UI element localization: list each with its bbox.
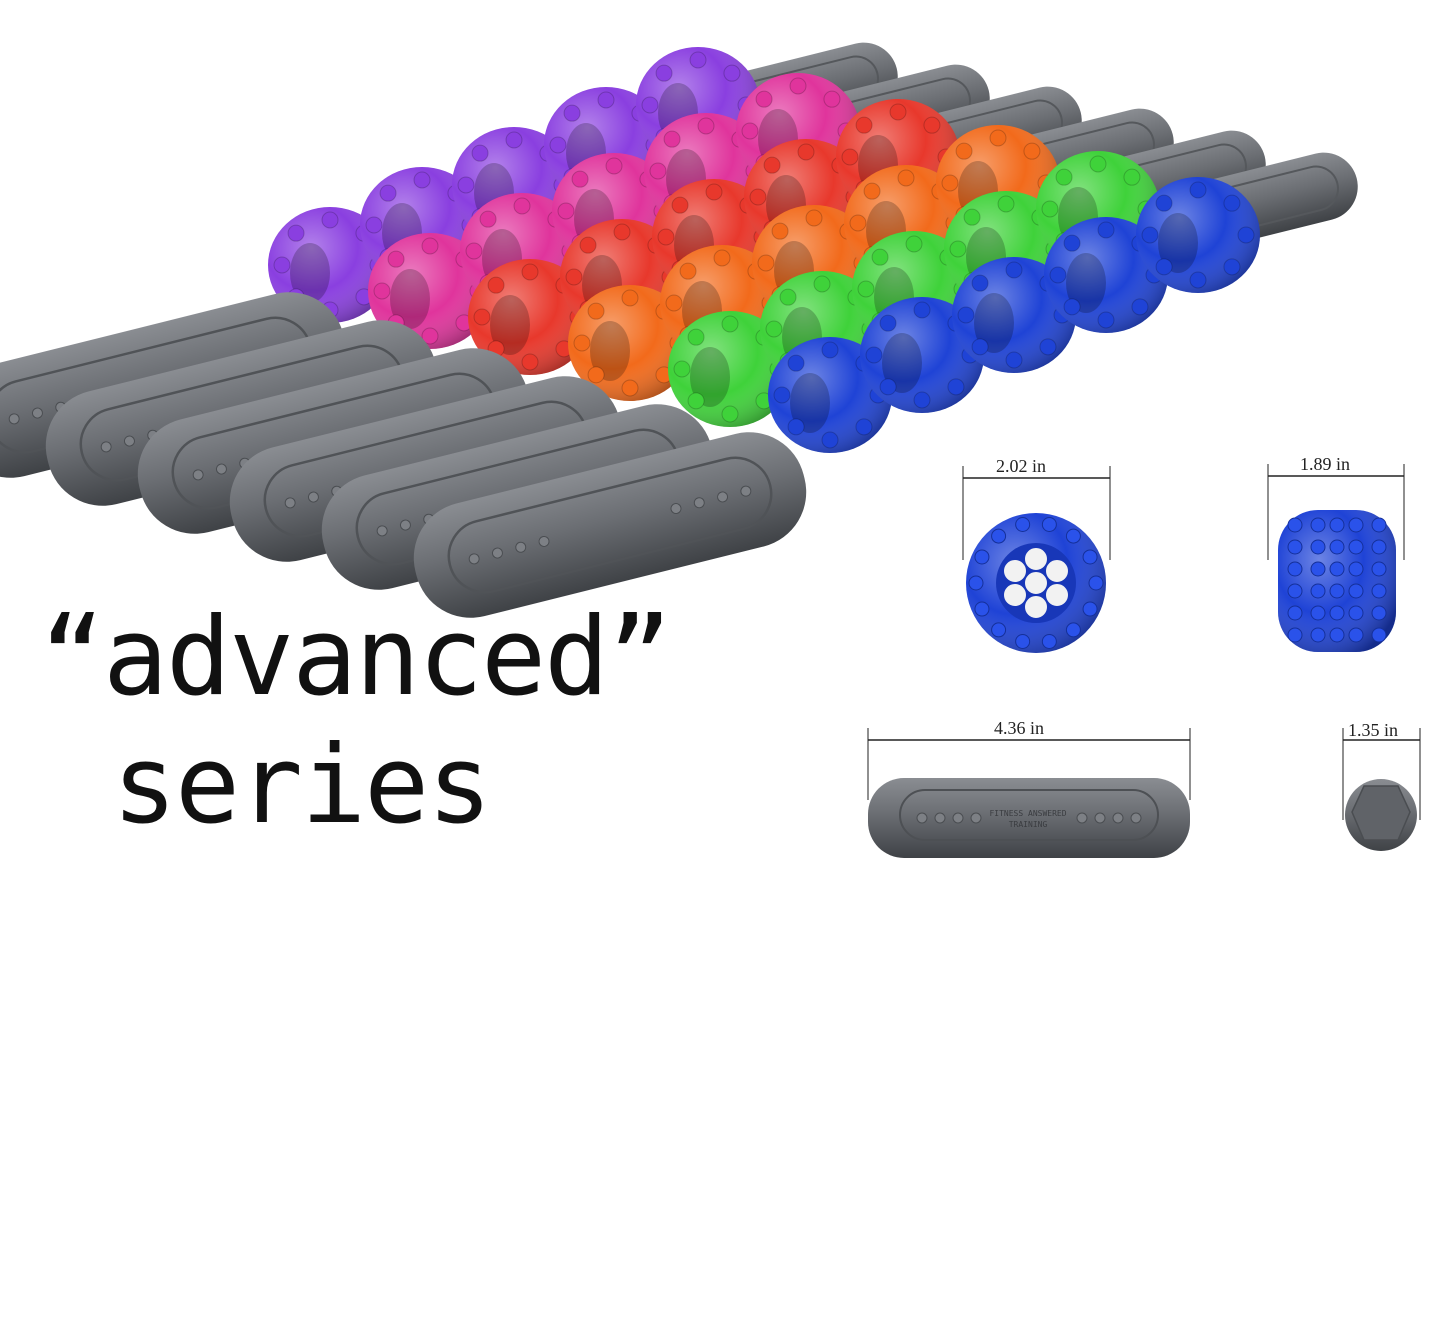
front-handles [0, 292, 807, 618]
handle-side-view: FITNESS ANSWERED TRAINING [867, 728, 1191, 858]
roller-rows [268, 47, 1260, 453]
handle-engraving: FITNESS ANSWERED [989, 809, 1066, 818]
roller [860, 297, 984, 413]
roller [668, 311, 792, 427]
roller [952, 257, 1076, 373]
roller [368, 233, 492, 349]
dimension-handle-end: 1.35 in [1348, 720, 1399, 740]
dimension-roller-front: 2.02 in [996, 456, 1047, 476]
roller-side-view [1267, 464, 1405, 652]
roller-front-view [962, 466, 1111, 653]
handle-front [413, 432, 807, 618]
roller [1044, 217, 1168, 333]
headline-series: series [112, 723, 492, 848]
headline-advanced: “advanced” [40, 595, 672, 720]
roller [268, 207, 392, 323]
dimension-handle-length: 4.36 in [994, 718, 1045, 738]
roller [1136, 177, 1260, 293]
handle-end-view [1342, 728, 1421, 851]
dimension-roller-side: 1.89 in [1300, 454, 1351, 474]
roller [768, 337, 892, 453]
roller [568, 285, 692, 401]
handle-engraving-line2: TRAINING [1009, 820, 1048, 829]
